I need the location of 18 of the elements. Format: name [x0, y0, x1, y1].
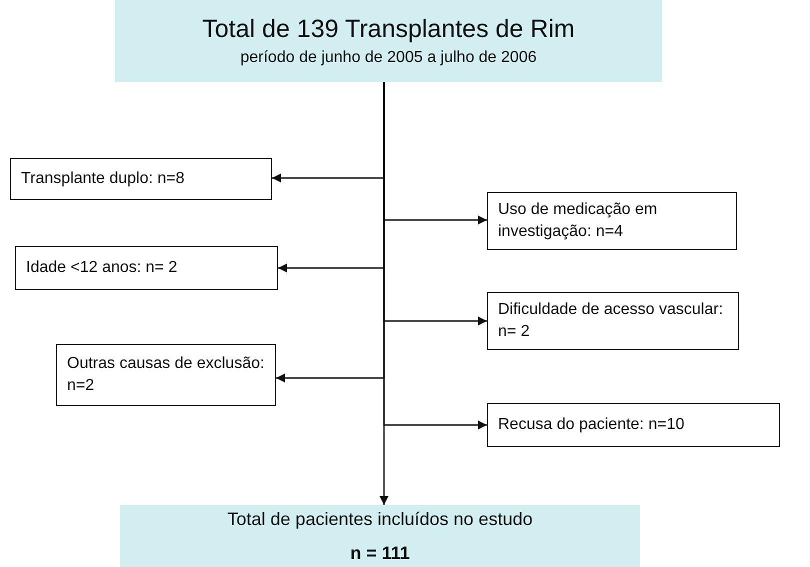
box-text: Recusa do paciente: n=10: [498, 415, 686, 436]
count-text: n = 111: [350, 542, 410, 565]
box-title: Total de 139 Transplantes de Rim: [202, 14, 575, 46]
box-text: Dificuldade de acesso vascular: n= 2: [498, 300, 724, 342]
exclusion-box: [10, 158, 272, 200]
box-text: Outras causas de exclusão: n=2: [67, 354, 265, 396]
exclusion-box: [56, 344, 276, 406]
exclusion-box: [15, 246, 278, 290]
box-subtitle: período de junho de 2005 a julho de 2006: [240, 48, 537, 68]
exclusion-box: [487, 192, 737, 250]
summary-box: [115, 0, 662, 82]
box-text: Uso de medicação em investigação: n=4: [498, 200, 658, 242]
box-title: Total de pacientes incluídos no estudo: [227, 508, 533, 531]
exclusion-box: [487, 403, 780, 447]
summary-box: [120, 505, 640, 567]
exclusion-box: [487, 292, 739, 350]
box-text: Transplante duplo: n=8: [21, 169, 186, 190]
box-text: Idade <12 anos: n= 2: [26, 258, 178, 278]
